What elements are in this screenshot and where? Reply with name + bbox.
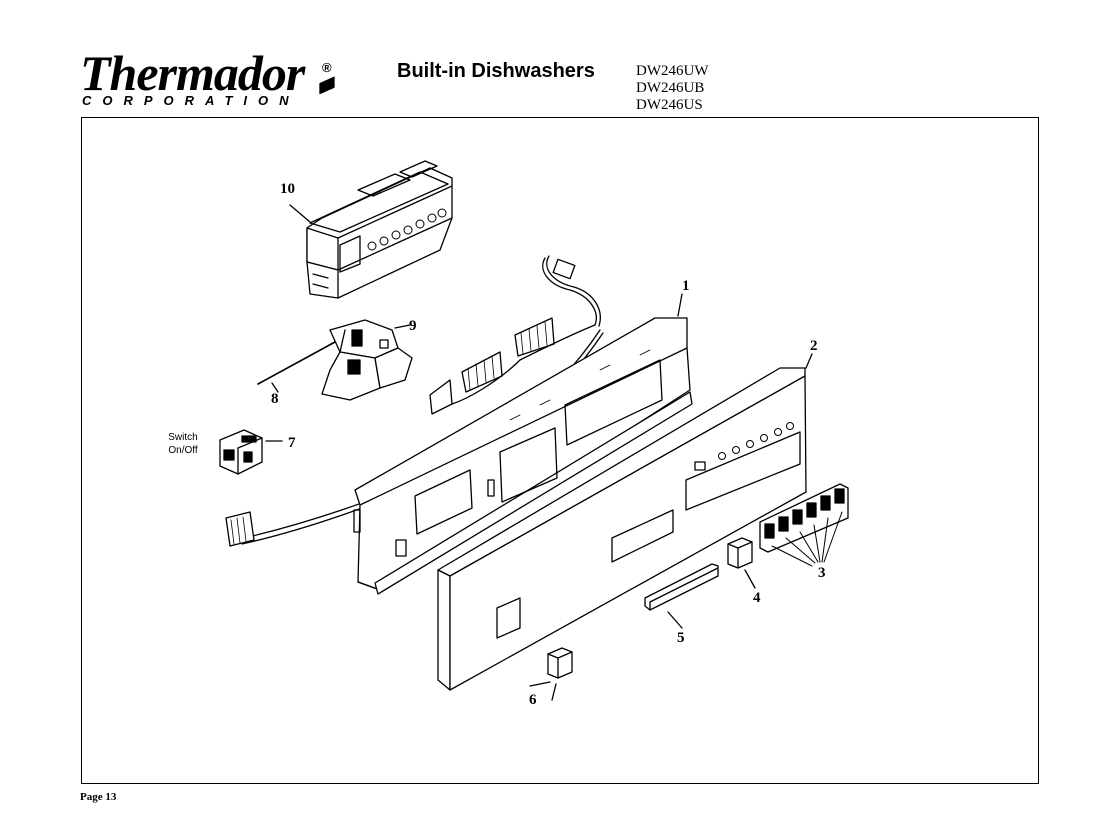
front-fascia-part xyxy=(437,367,807,691)
callout-10: 10 xyxy=(280,181,295,197)
leader-line-6 xyxy=(529,681,551,687)
switch-on-off-label: Switch On/Off xyxy=(160,431,206,457)
mounting-bracket-part xyxy=(321,319,413,401)
model-number: DW246US xyxy=(636,97,703,113)
control-module-part xyxy=(306,76,453,299)
rod-part xyxy=(257,341,336,385)
small-button-part xyxy=(547,647,573,679)
handle-strip-part xyxy=(644,563,719,611)
registered-mark: ® xyxy=(322,60,332,75)
callout-6: 6 xyxy=(529,692,537,708)
callout-5: 5 xyxy=(677,630,685,646)
callout-1: 1 xyxy=(682,278,690,294)
leader-line-4 xyxy=(744,569,756,589)
model-number: DW246UW xyxy=(636,63,709,79)
callout-8: 8 xyxy=(271,391,279,407)
leader-line-8 xyxy=(271,382,279,393)
on-off-switch-part xyxy=(219,429,263,475)
wire-harness xyxy=(429,255,601,415)
leader-line-2 xyxy=(805,353,813,369)
callout-7: 7 xyxy=(288,435,296,451)
leader-line-10 xyxy=(289,204,311,223)
inner-panel-part xyxy=(353,317,693,595)
callout-2: 2 xyxy=(810,338,818,354)
leader-line-6b xyxy=(551,683,557,701)
page-number: Page 13 xyxy=(80,791,117,803)
callout-4: 4 xyxy=(753,590,761,606)
switch-label-line: Switch xyxy=(168,432,198,443)
leader-line-9 xyxy=(394,324,411,329)
push-button-part xyxy=(727,537,753,569)
switch-label-line: On/Off xyxy=(168,445,198,456)
leader-line-1 xyxy=(677,293,683,317)
button-strip-part xyxy=(759,483,849,567)
page-title: Built-in Dishwashers xyxy=(397,60,595,82)
callout-9: 9 xyxy=(409,318,417,334)
brand-logo: Thermador xyxy=(80,45,305,101)
diagram-frame xyxy=(81,117,1039,784)
corporation-label: CORPORATION xyxy=(82,93,300,108)
leader-line-5 xyxy=(667,611,683,629)
model-number: DW246UB xyxy=(636,80,705,96)
callout-3: 3 xyxy=(818,565,826,581)
